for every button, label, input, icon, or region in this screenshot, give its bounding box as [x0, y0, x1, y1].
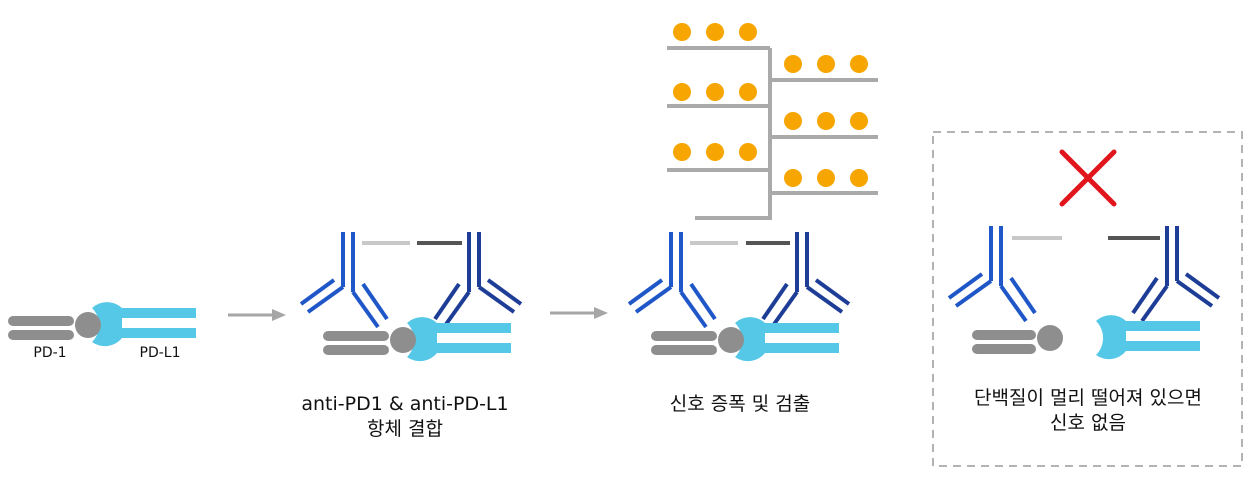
amplification-tree [667, 46, 878, 220]
anti-pd1-antibody [299, 230, 389, 329]
step3-caption: 신호 증폭 및 검출 [669, 393, 811, 415]
step-arrow-1 [228, 309, 286, 321]
pd1-label: PD-1 [33, 345, 67, 361]
pdl1-label: PD-L1 [139, 345, 181, 361]
cross-mark-icon [1059, 149, 1117, 207]
anti-pdl1-antibody [433, 230, 523, 329]
separated-proteins-group [947, 224, 1221, 360]
step-arrow-2 [550, 307, 608, 319]
no-signal-box [932, 131, 1243, 467]
signal-dots [673, 23, 868, 187]
step2-caption: anti-PD1 & anti-PD-L1 항체 결합 [260, 392, 550, 442]
step4-caption-line2: 신호 없음 [1050, 412, 1126, 434]
step2-caption-line1: anti-PD1 & anti-PD-L1 [301, 393, 509, 415]
step4-caption: 단백질이 멀리 떨어져 있으면 신호 없음 [938, 386, 1238, 436]
antibody-binding-group [299, 230, 523, 362]
pd1-pdl1-complex [8, 302, 196, 347]
step2-caption-line2: 항체 결합 [367, 418, 443, 440]
step4-caption-line1: 단백질이 멀리 떨어져 있으면 [974, 387, 1202, 409]
signal-amplification-group [627, 23, 878, 362]
